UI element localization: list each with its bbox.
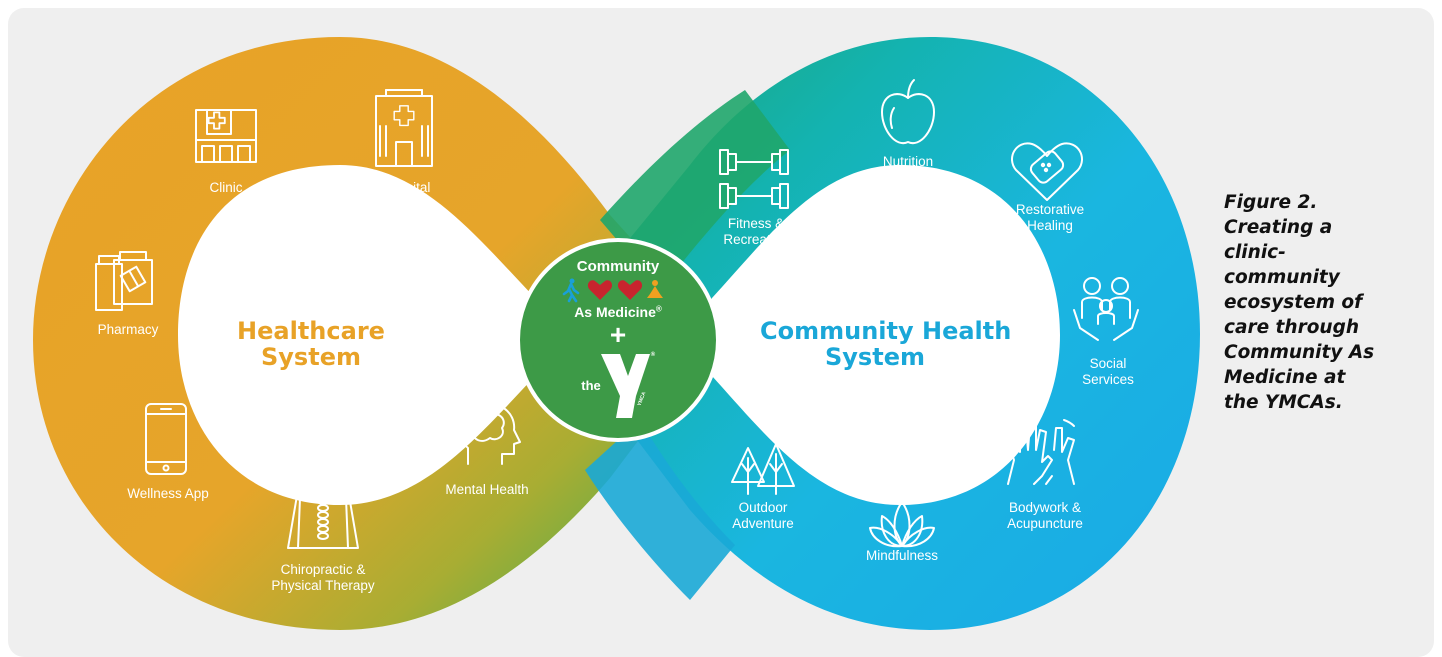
community-health-title-line1: Community Health	[760, 317, 1012, 345]
hub-as-medicine: As Medicine	[574, 304, 656, 320]
hospital-label: Hospital	[381, 180, 431, 195]
ymca-trademark: ®	[650, 352, 656, 358]
caption-line-7: Community As	[1224, 342, 1375, 363]
spine-icon	[287, 477, 359, 549]
heart-icon-2	[617, 280, 643, 300]
pharmacy-label: Pharmacy	[97, 322, 159, 337]
lotus-icon	[869, 501, 935, 548]
outdoor-label: Outdoor Adventure	[718, 500, 808, 532]
caption-line-4: community	[1224, 267, 1340, 288]
caption-line-1: Figure 2.	[1224, 192, 1318, 213]
outdoor-label-line2: Adventure	[732, 516, 794, 531]
fitness-label-line1: Fitness &	[727, 216, 785, 231]
community-health-title: Community Health System	[760, 317, 1012, 371]
healthcare-title-line2: System	[261, 343, 361, 371]
heart-icon-1	[587, 280, 613, 300]
trees-sun-icon	[731, 423, 799, 495]
hub-plus-sign: +	[609, 319, 627, 350]
caption-line-2: Creating a	[1224, 217, 1333, 238]
bodywork-label-line1: Bodywork &	[1008, 500, 1082, 515]
community-inner	[684, 165, 1060, 505]
hub-as-medicine-text: As Medicine®	[548, 304, 688, 320]
pharmacy-icon	[95, 251, 153, 311]
hands-icon	[1001, 419, 1075, 485]
head-brain-icon	[458, 402, 521, 465]
restorative-label: Restorative Healing	[1000, 202, 1100, 234]
community-health-title-line2: System	[825, 343, 925, 371]
caption-line-3: clinic-	[1224, 242, 1286, 263]
hospital-icon	[375, 89, 433, 167]
ymca-the-text: the	[581, 378, 601, 393]
dumbbell-icon	[719, 149, 789, 209]
clinic-icon	[195, 109, 257, 163]
fitness-label: Fitness & Recreation	[706, 216, 806, 248]
restorative-label-line2: Healing	[1027, 218, 1073, 233]
caption-line-6: care through	[1224, 317, 1359, 338]
social-label: Social Services	[1068, 356, 1148, 388]
social-label-line2: Services	[1082, 372, 1134, 387]
meditation-icon	[647, 280, 663, 298]
mindfulness-label: Mindfulness	[865, 548, 939, 563]
crossing-band-lower	[585, 420, 735, 600]
caption-line-9: the YMCAs.	[1224, 392, 1343, 413]
figure-caption: Figure 2. Creating a clinic- community e…	[1224, 190, 1419, 415]
healthcare-title-line1: Healthcare	[237, 317, 385, 345]
social-label-line1: Social	[1089, 356, 1127, 371]
hub-community-text: Community	[576, 258, 660, 275]
bandaged-heart-icon	[1011, 142, 1083, 201]
family-hands-icon	[1073, 277, 1139, 341]
outdoor-label-line1: Outdoor	[738, 500, 788, 515]
restorative-label-line1: Restorative	[1015, 202, 1085, 217]
walker-icon	[562, 278, 580, 303]
crossing-band-green	[600, 90, 790, 290]
caption-line-5: ecosystem of	[1224, 292, 1363, 313]
nutrition-label: Nutrition	[882, 154, 934, 169]
caption-line-8: Medicine at	[1224, 367, 1346, 388]
apple-icon	[881, 79, 935, 145]
ymca-logo	[601, 354, 650, 418]
healthcare-title: Healthcare System	[230, 318, 392, 370]
hub-registered-mark: ®	[655, 304, 662, 314]
chiropractic-label-line1: Chiropractic &	[280, 562, 366, 577]
fitness-label-line2: Recreation	[723, 232, 789, 247]
chiropractic-label: Chiropractic & Physical Therapy	[258, 562, 388, 594]
bodywork-label-line2: Acupuncture	[1007, 516, 1083, 531]
clinic-label: Clinic	[209, 180, 243, 195]
chiropractic-label-line2: Physical Therapy	[271, 578, 375, 593]
bodywork-label: Bodywork & Acupuncture	[990, 500, 1100, 532]
smartphone-icon	[145, 403, 187, 475]
wellness-app-label: Wellness App	[127, 486, 209, 501]
mental-health-label: Mental Health	[445, 482, 529, 497]
healthcare-inner	[178, 165, 568, 505]
